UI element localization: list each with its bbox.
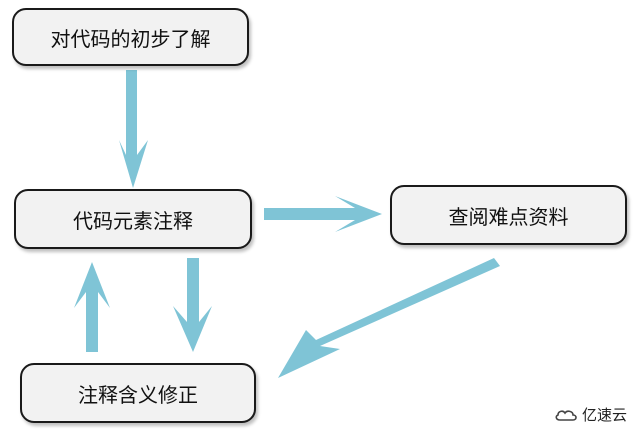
node-initial-understanding: 对代码的初步了解 (12, 8, 249, 66)
arrow-down-1 (119, 70, 148, 188)
arrow-right (264, 196, 382, 232)
node-label: 代码元素注释 (73, 208, 193, 233)
cloud-logo-icon (555, 409, 577, 421)
watermark-text: 亿速云 (581, 406, 627, 424)
node-label: 注释含义修正 (78, 382, 198, 407)
arrow-up (74, 262, 110, 352)
node-consult-materials: 查阅难点资料 (390, 185, 627, 245)
arrow-down-2 (173, 258, 212, 352)
node-revise-meaning: 注释含义修正 (20, 363, 256, 423)
node-annotate-elements: 代码元素注释 (14, 189, 252, 249)
arrow-diagonal (278, 258, 500, 378)
node-label: 查阅难点资料 (448, 204, 569, 229)
node-label: 对代码的初步了解 (50, 26, 211, 51)
watermark: 亿速云 (554, 404, 627, 425)
